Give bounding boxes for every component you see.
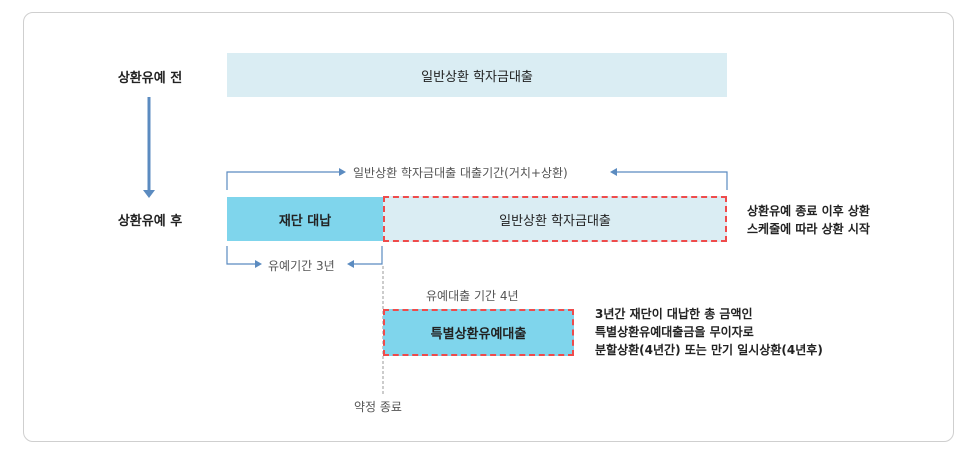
before-general-loan-bar: 일반상환 학자금대출 <box>227 53 727 97</box>
agreement-end-caption: 약정 종료 <box>354 400 402 414</box>
before-general-loan-label: 일반상환 학자금대출 <box>421 69 533 85</box>
foundation-payment-bar: 재단 대납 <box>227 197 383 241</box>
general-loan-note-line: 상환유예 종료 이후 상환 <box>747 204 870 218</box>
general-loan-note: 상환유예 종료 이후 상환 스케줄에 따라 상환 시작 <box>747 202 870 238</box>
special-deferment-loan-bar: 특별상환유예대출 <box>383 309 574 356</box>
special-loan-note-line: 분할상환(4년간) 또는 만기 일시상환(4년후) <box>595 343 823 357</box>
row-label-after: 상환유예 후 <box>117 214 183 229</box>
after-general-loan-bar: 일반상환 학자금대출 <box>383 196 727 242</box>
foundation-payment-label: 재단 대납 <box>278 213 332 229</box>
after-general-loan-label: 일반상환 학자금대출 <box>499 213 611 229</box>
special-loan-note-line: 특별상환유예대출금을 무이자로 <box>595 325 754 339</box>
special-loan-note: 3년간 재단이 대납한 총 금액인 특별상환유예대출금을 무이자로 분할상환(4… <box>595 305 823 359</box>
special-period-caption: 유예대출 기간 4년 <box>426 289 519 303</box>
special-deferment-loan-label: 특별상환유예대출 <box>430 327 527 342</box>
general-loan-note-line: 스케줄에 따라 상환 시작 <box>747 222 870 236</box>
row-label-before: 상환유예 전 <box>117 71 183 86</box>
special-loan-note-line: 3년간 재단이 대납한 총 금액인 <box>595 307 753 321</box>
loan-period-caption: 일반상환 학자금대출 대출기간(거치+상환) <box>353 166 568 180</box>
grace-period-caption: 유예기간 3년 <box>268 259 335 273</box>
